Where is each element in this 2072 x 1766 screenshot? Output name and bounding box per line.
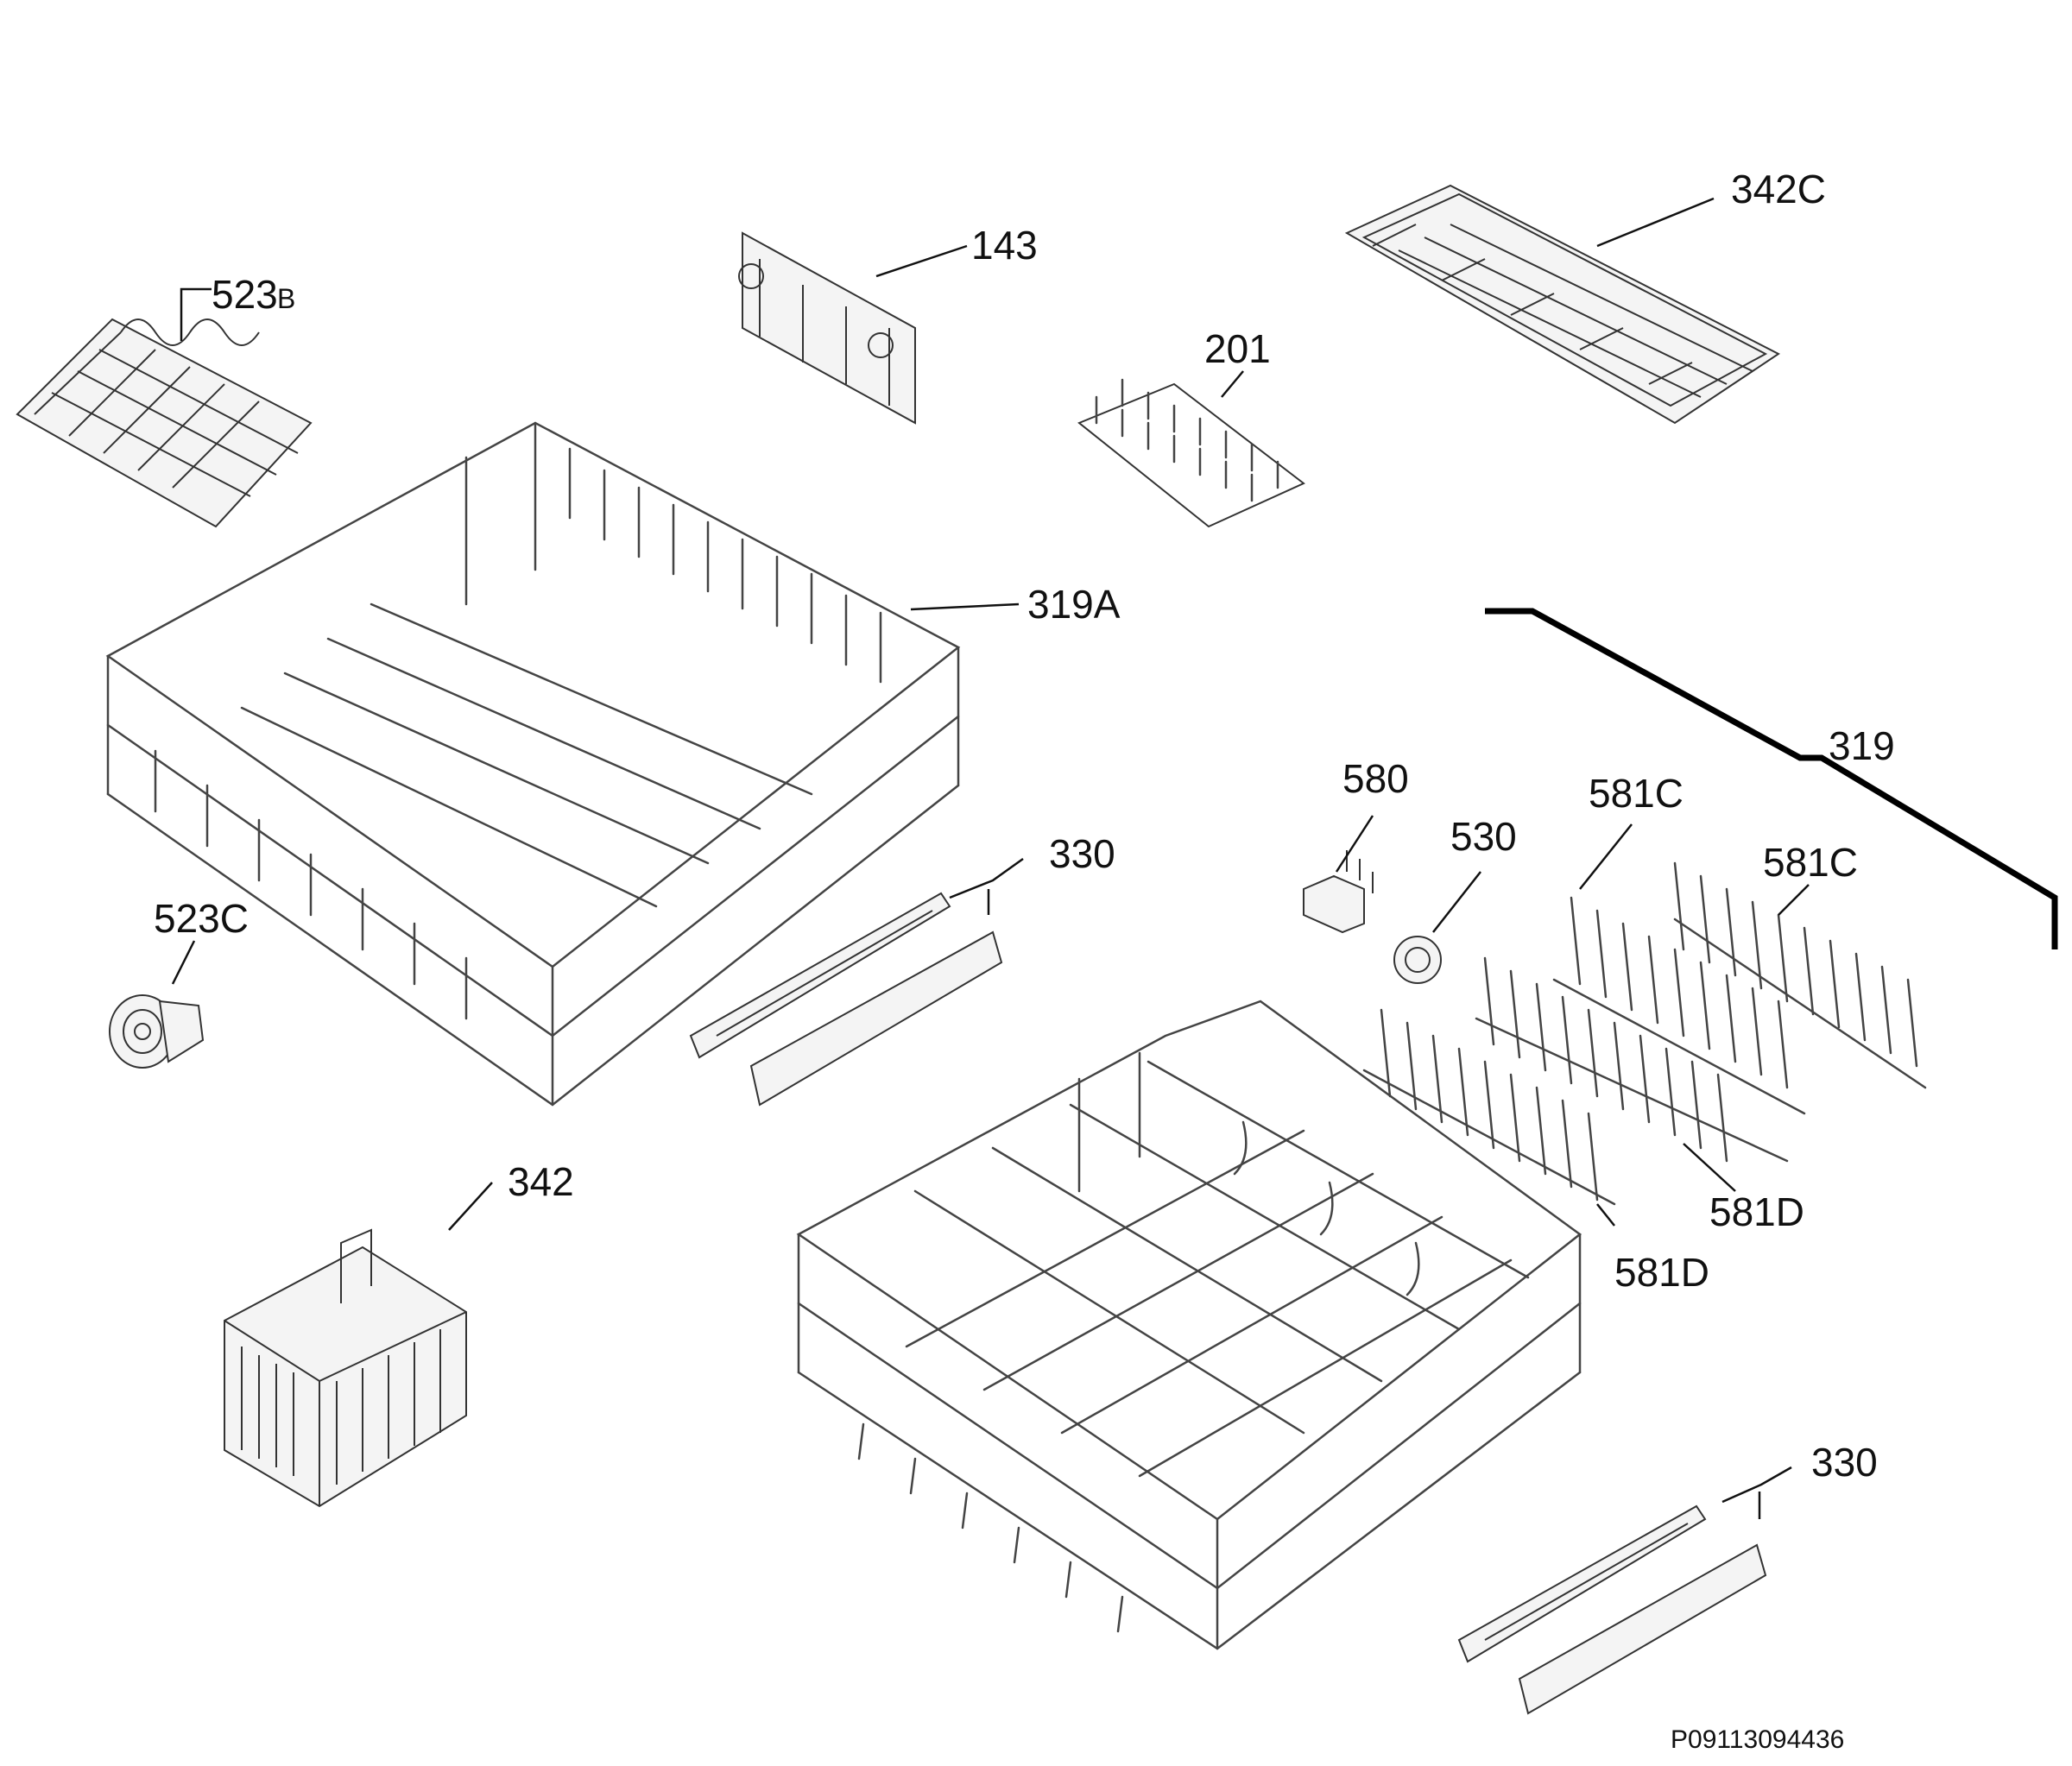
label-330-bottom: 330 — [1721, 1440, 1878, 1519]
label-330-bottom-text: 330 — [1811, 1440, 1878, 1485]
document-id: P09113094436 — [1671, 1725, 1844, 1754]
label-581d-a: 581D — [1683, 1143, 1804, 1234]
part-530-roller — [1393, 936, 1442, 984]
label-581c-a: 581C — [1579, 771, 1684, 890]
label-319-text: 319 — [1829, 723, 1895, 768]
part-330-rail-bottom — [1457, 1504, 1767, 1715]
label-581d-a-text: 581D — [1709, 1189, 1804, 1234]
label-530: 530 — [1432, 814, 1517, 933]
part-580-clip — [1303, 850, 1374, 934]
label-523b-number: 523 — [212, 272, 278, 317]
label-581d-b-text: 581D — [1614, 1250, 1709, 1295]
part-201-prong-insert — [1077, 378, 1305, 528]
label-523b-suffix: B — [277, 283, 295, 314]
part-lower-basket — [796, 1000, 1582, 1650]
part-523c-wheel — [109, 994, 205, 1069]
label-143-text: 143 — [971, 223, 1038, 268]
label-523b: 523 B — [180, 272, 295, 341]
part-581-tine-racks — [1362, 861, 1927, 1206]
label-330-top-text: 330 — [1049, 831, 1115, 876]
part-523b-tray-insert — [16, 318, 313, 528]
label-319: 319 — [1829, 723, 1895, 768]
label-143: 143 — [875, 223, 1038, 278]
label-581d-b: 581D — [1596, 1203, 1709, 1295]
label-530-text: 530 — [1450, 814, 1517, 859]
label-581c-b-text: 581C — [1763, 840, 1858, 885]
part-330-rail-top — [689, 892, 1003, 1107]
label-342-text: 342 — [508, 1159, 574, 1204]
label-580-text: 580 — [1342, 756, 1409, 801]
label-342c: 342C — [1596, 167, 1826, 248]
label-523c: 523C — [154, 896, 249, 985]
part-342c-cutlery-tray — [1344, 184, 1780, 425]
label-581c-a-text: 581C — [1589, 771, 1684, 816]
label-342: 342 — [448, 1159, 574, 1231]
part-342-cutlery-basket — [224, 1228, 467, 1508]
label-330-top: 330 — [949, 831, 1115, 915]
label-319a: 319A — [910, 582, 1121, 627]
part-143-bracket — [738, 231, 916, 425]
part-319-assembly-bracket — [1485, 608, 2058, 949]
label-523c-text: 523C — [154, 896, 249, 941]
label-201-text: 201 — [1204, 326, 1271, 371]
label-581c-b: 581C — [1763, 840, 1858, 916]
label-342c-text: 342C — [1731, 167, 1826, 211]
label-580: 580 — [1335, 756, 1409, 873]
part-319a-upper-basket — [105, 421, 961, 1107]
label-201: 201 — [1204, 326, 1271, 398]
label-319a-text: 319A — [1027, 582, 1121, 627]
